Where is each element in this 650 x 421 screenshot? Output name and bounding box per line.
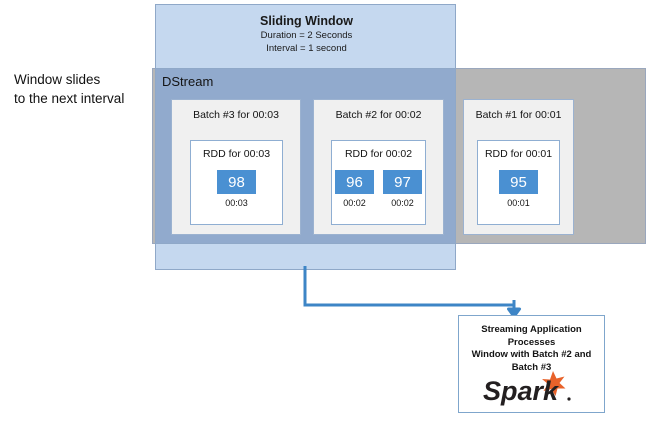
sliding-window-header: Sliding Window Duration = 2 Seconds Inte… <box>156 13 457 55</box>
window-slides-caption: Window slides to the next interval <box>14 72 125 106</box>
rdd-chip-value: 96 <box>335 170 374 194</box>
rdd-box-1: RDD for 00:01 95 00:01 <box>477 140 560 225</box>
rdd-title: RDD for 00:02 <box>344 148 413 160</box>
rdd-title: RDD for 00:03 <box>202 148 271 160</box>
rdd-title: RDD for 00:01 <box>484 148 553 160</box>
sliding-window-title: Sliding Window <box>260 14 353 28</box>
rdd-chip-time: 00:02 <box>343 198 366 208</box>
rdd-chip: 98 00:03 <box>217 170 256 208</box>
rdd-chip: 97 00:02 <box>383 170 422 208</box>
streaming-application-output-box: Streaming Application Processes Window w… <box>458 315 605 413</box>
flow-arrow-icon <box>303 266 521 318</box>
rdd-chip-time: 00:01 <box>507 198 530 208</box>
rdd-chip-group: 98 00:03 <box>191 170 282 208</box>
rdd-chip: 96 00:02 <box>335 170 374 208</box>
rdd-box-3: RDD for 00:03 98 00:03 <box>190 140 283 225</box>
sliding-window-duration: Duration = 2 Seconds <box>260 30 353 41</box>
sliding-window-interval: Interval = 1 second <box>266 43 347 54</box>
batch-title: Batch #2 for 00:02 <box>335 109 422 121</box>
rdd-chip: 95 00:01 <box>499 170 538 208</box>
spark-logo: Spark <box>459 370 604 406</box>
batch-title: Batch #1 for 00:01 <box>475 109 562 121</box>
rdd-chip-group: 95 00:01 <box>478 170 559 208</box>
rdd-chip-time: 00:02 <box>391 198 414 208</box>
rdd-box-2: RDD for 00:02 96 00:02 97 00:02 <box>331 140 426 225</box>
rdd-chip-value: 95 <box>499 170 538 194</box>
batch-title: Batch #3 for 00:03 <box>193 109 279 121</box>
rdd-chip-time: 00:03 <box>225 198 248 208</box>
output-description: Streaming Application Processes Window w… <box>471 324 592 373</box>
rdd-chip-value: 97 <box>383 170 422 194</box>
spark-wordmark-icon: Spark <box>483 371 571 406</box>
rdd-chip-group: 96 00:02 97 00:02 <box>332 170 425 208</box>
dstream-label: DStream <box>162 74 214 89</box>
spark-logo-text: Spark <box>483 376 560 406</box>
rdd-chip-value: 98 <box>217 170 256 194</box>
